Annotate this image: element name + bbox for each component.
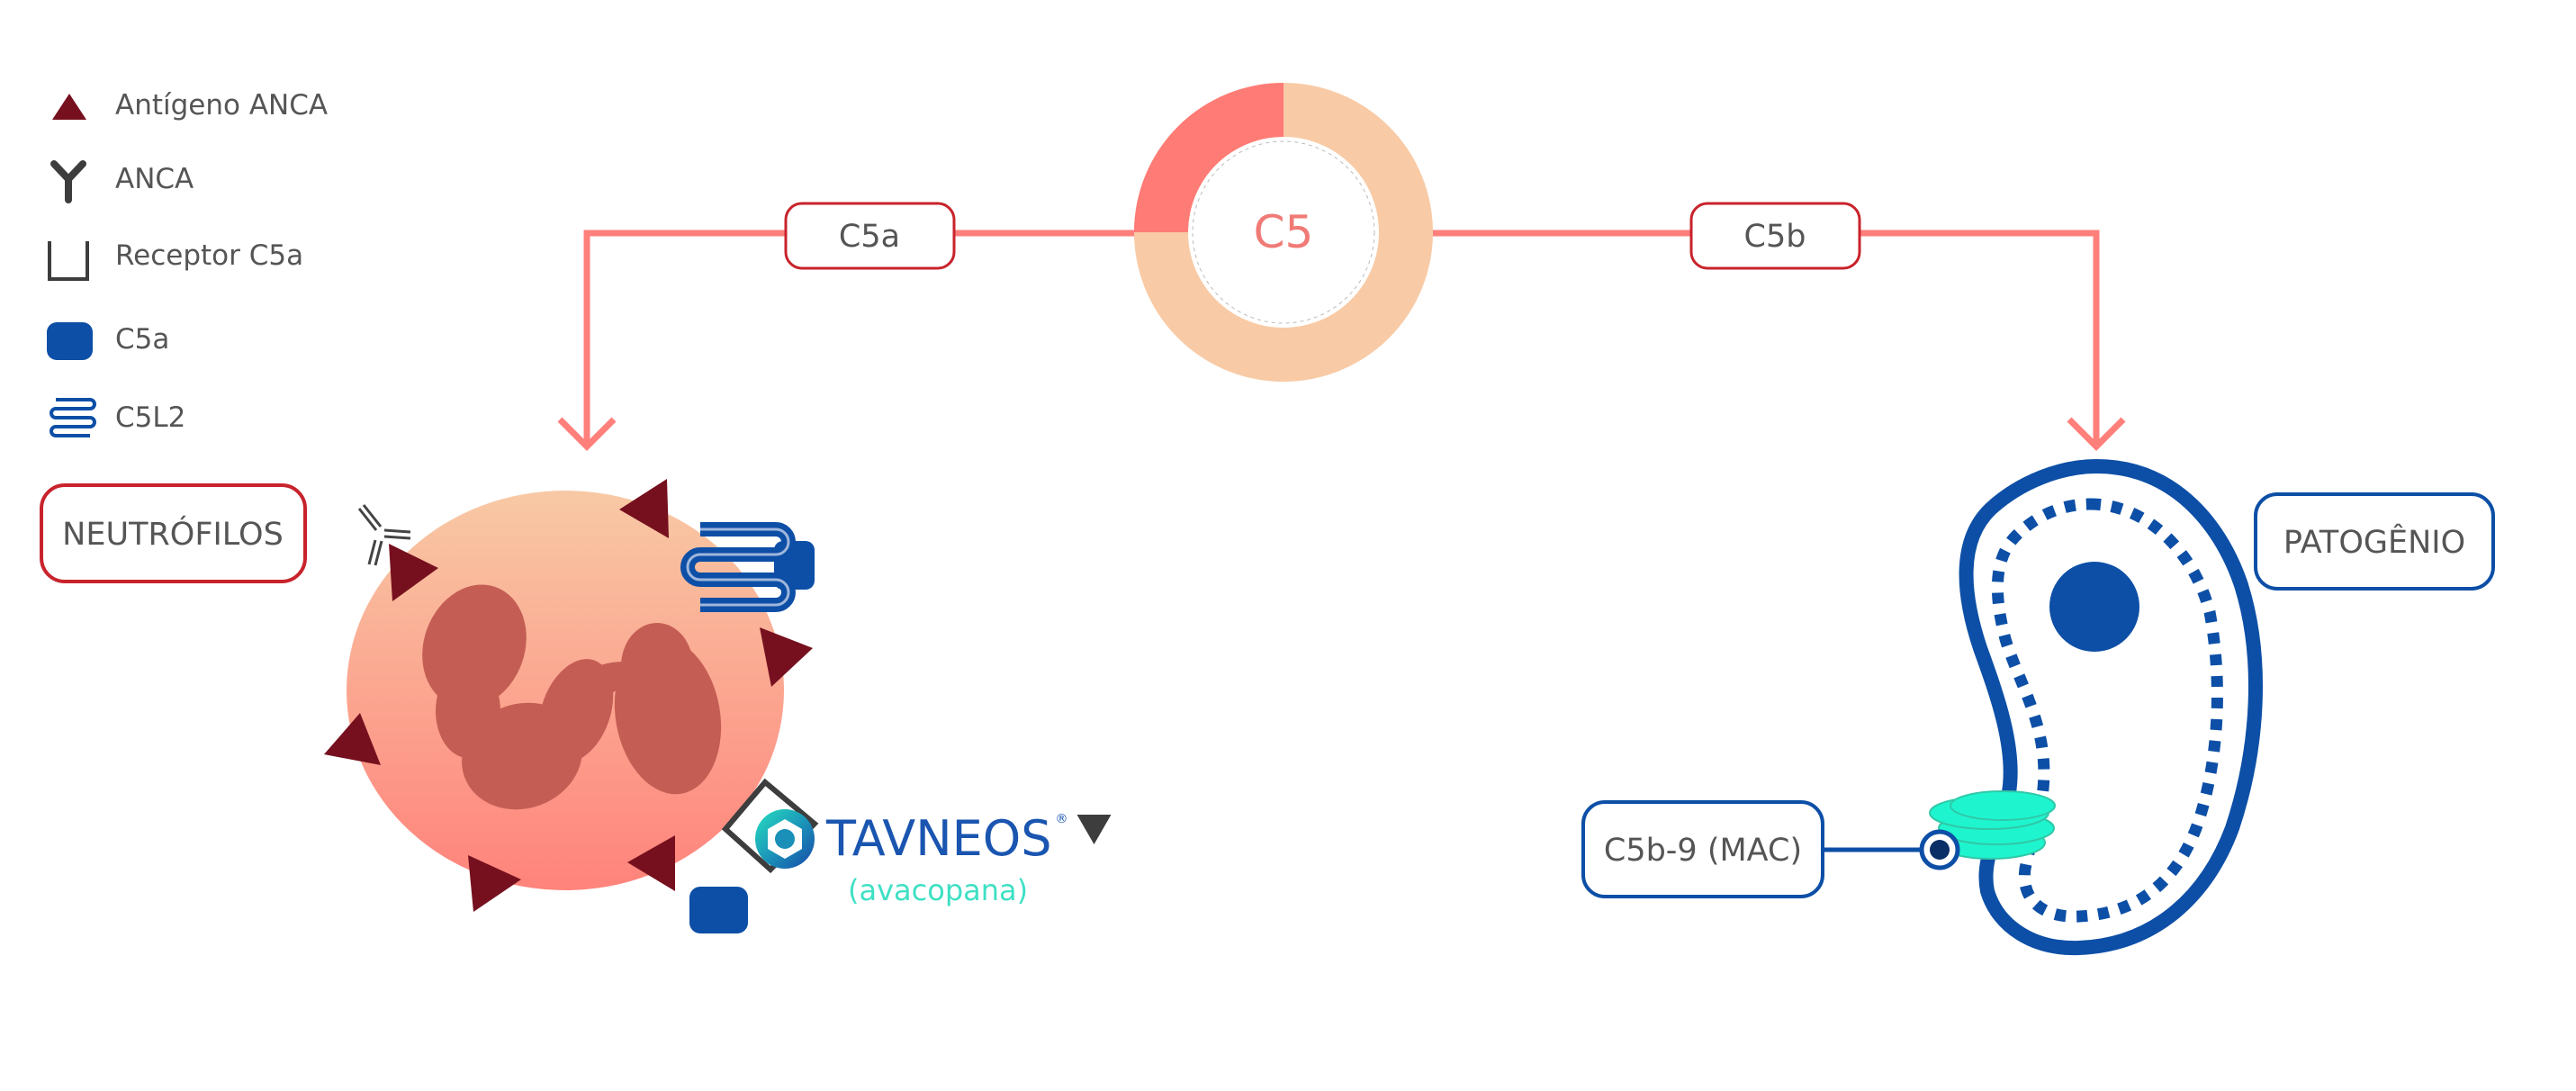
target-center xyxy=(1930,840,1950,860)
legend-item-anca: ANCA xyxy=(50,160,194,203)
right-arrowhead xyxy=(2067,417,2126,451)
pathogen xyxy=(1959,458,2263,956)
triangle-icon xyxy=(627,835,675,891)
legend-item-antigen: Antígeno ANCA xyxy=(52,89,328,122)
triangle-icon xyxy=(324,713,381,765)
c5l2-receptor xyxy=(680,522,815,612)
c5a-label-box: C5a xyxy=(784,202,956,270)
logo-dot xyxy=(775,829,795,849)
c5-label: C5 xyxy=(1254,206,1314,258)
legend-label: ANCA xyxy=(115,163,194,195)
mac-label: C5b-9 (MAC) xyxy=(1604,833,1802,869)
c5-inner-dashed xyxy=(1192,140,1375,324)
tavneos-logo: TAVNEOS ® (avacopana) xyxy=(721,778,1112,907)
pathogen-inner-dotted xyxy=(1991,498,2223,923)
triangle-icon xyxy=(760,627,813,687)
c5-slice xyxy=(1134,83,1283,232)
right-branch-line xyxy=(1433,230,2100,446)
black-triangle-icon xyxy=(1076,815,1112,844)
mac-label-box: C5b-9 (MAC) xyxy=(1581,800,1824,898)
antibody-icon xyxy=(50,160,86,203)
triangle-icon xyxy=(389,544,438,601)
nucleus xyxy=(422,584,722,810)
pathogen-nucleus xyxy=(2049,562,2139,652)
coil-icon xyxy=(50,398,96,437)
legend-item-c5l2: C5L2 xyxy=(50,398,185,437)
coil-icon xyxy=(680,522,796,612)
mac-pore xyxy=(1929,790,2056,860)
c5-node: C5 xyxy=(1134,83,1433,382)
legend-label: C5a xyxy=(115,323,169,356)
legend-item-receptor: Receptor C5a xyxy=(48,239,303,281)
generic-name: (avacopana) xyxy=(848,873,1028,907)
free-c5a xyxy=(689,887,748,933)
triangle-icon xyxy=(619,479,669,538)
neutrophil-label: NEUTRÓFILOS xyxy=(62,515,284,553)
c5a-label: C5a xyxy=(839,219,900,255)
c5b-label-box: C5b xyxy=(1689,202,1861,270)
legend-item-c5a: C5a xyxy=(47,322,169,360)
neutrophil-label-box: NEUTRÓFILOS xyxy=(40,483,307,583)
left-arrowhead xyxy=(557,417,617,451)
legend-label: Antígeno ANCA xyxy=(115,89,328,122)
pathogen-label-box: PATOGÊNIO xyxy=(2254,492,2495,591)
triangle-icon xyxy=(468,855,521,912)
receptor-icon xyxy=(48,241,89,281)
registered-mark: ® xyxy=(1056,812,1068,826)
neutrophil-cell xyxy=(324,479,815,933)
antibody-icon xyxy=(357,504,411,566)
pathogen-label: PATOGÊNIO xyxy=(2283,523,2465,561)
legend: Antígeno ANCA ANCA Receptor C5a C5a C5L2 xyxy=(47,89,328,437)
legend-label: C5L2 xyxy=(115,401,185,434)
rounded-square-icon xyxy=(47,322,93,360)
triangle-icon xyxy=(52,94,86,120)
mac-complex xyxy=(1823,790,2056,870)
c5b-label: C5b xyxy=(1744,219,1806,255)
legend-label: Receptor C5a xyxy=(115,239,303,272)
anca-antigens xyxy=(324,479,813,912)
brand-name: TAVNEOS xyxy=(825,810,1052,867)
